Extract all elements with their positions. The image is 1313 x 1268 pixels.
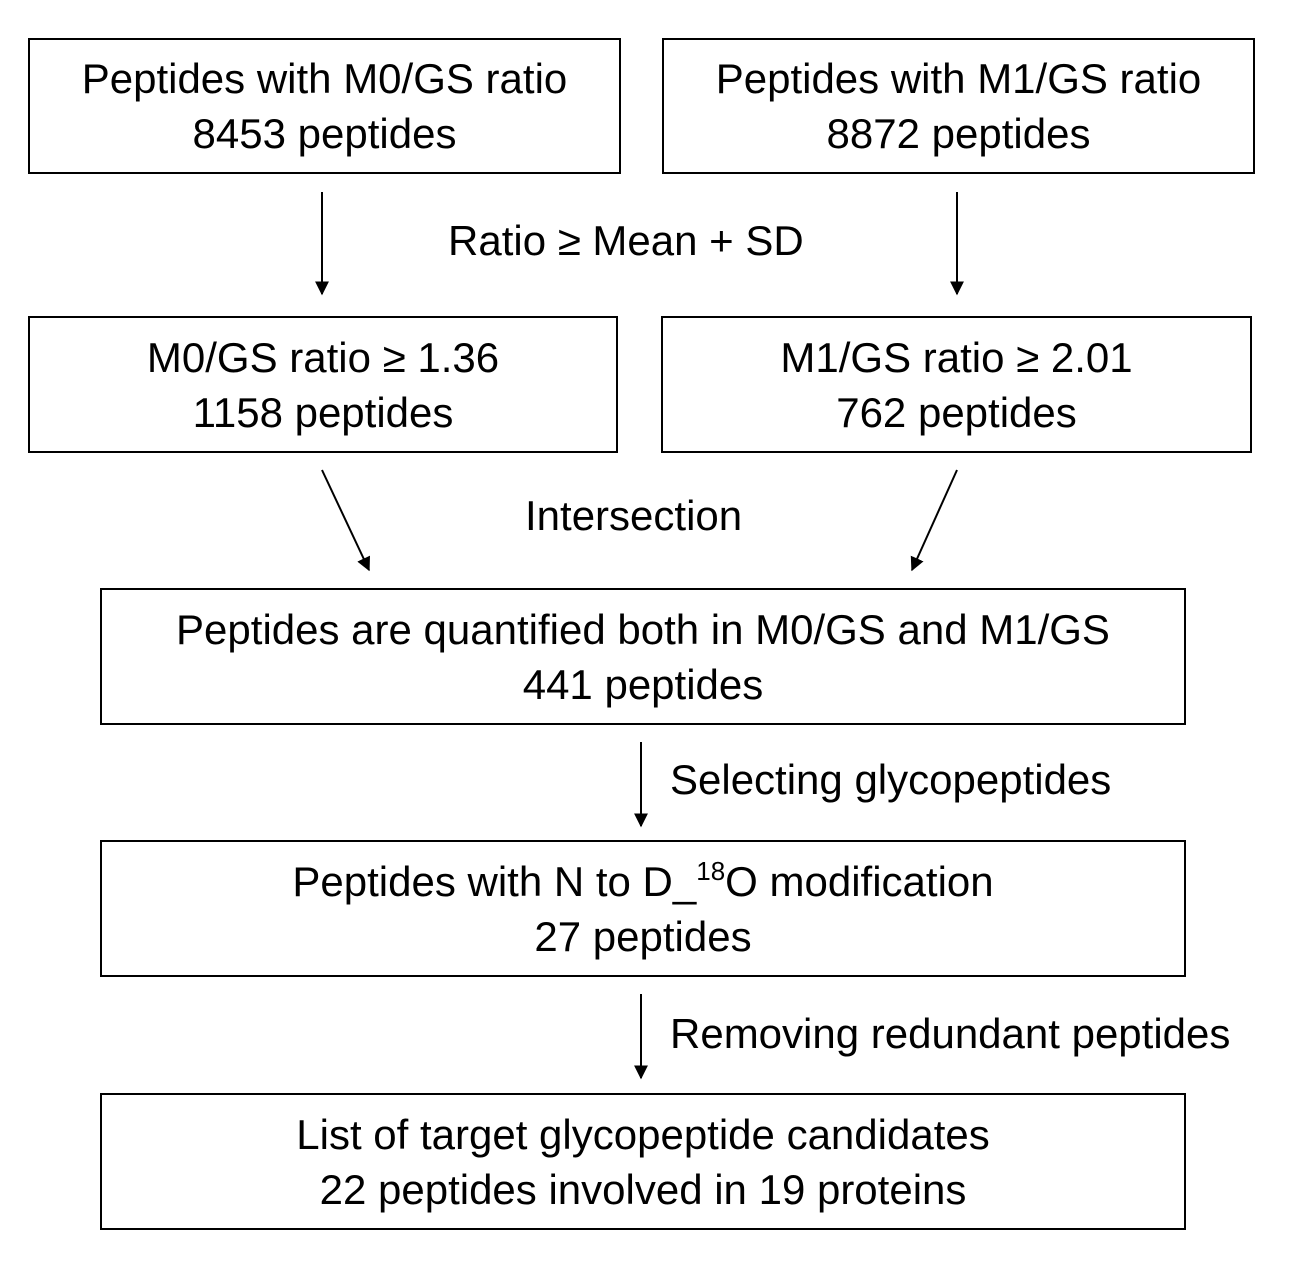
m1-filtered-title: M1/GS ratio ≥ 2.01: [780, 333, 1133, 381]
m1-filtered-box: M1/GS ratio ≥ 2.01 762 peptides: [661, 316, 1252, 453]
select-glyco-label: Selecting glycopeptides: [670, 756, 1112, 803]
m1-all-count: 8872 peptides: [826, 110, 1091, 157]
intersection-count: 441 peptides: [522, 660, 764, 708]
m0-all-count: 8453 peptides: [192, 110, 457, 157]
m1-all-box: Peptides with M1/GS ratio 8872 peptides: [662, 38, 1255, 174]
intersection-box: Peptides are quantified both in M0/GS an…: [100, 588, 1186, 725]
ratio-filter-label: Ratio ≥ Mean + SD: [448, 217, 804, 264]
m1-filtered-count: 762 peptides: [836, 388, 1077, 436]
m0-filtered-title: M0/GS ratio ≥ 1.36: [146, 333, 500, 381]
final-title: List of target glycopeptide candidates: [296, 1110, 990, 1158]
final-box: List of target glycopeptide candidates 2…: [100, 1093, 1186, 1230]
glyco-title: Peptides with N to D_18O modification: [292, 855, 994, 905]
arrow-m0-to-intersection: [321, 469, 370, 572]
final-count: 22 peptides involved in 19 proteins: [319, 1165, 967, 1213]
m0-filtered-box: M0/GS ratio ≥ 1.36 1158 peptides: [28, 316, 618, 453]
m0-all-title: Peptides with M0/GS ratio: [81, 55, 568, 102]
glyco-box: Peptides with N to D_18O modification 27…: [100, 840, 1186, 977]
arrow-m1-to-intersection: [910, 469, 958, 572]
glyco-count: 27 peptides: [534, 912, 752, 960]
intersection-label: Intersection: [525, 492, 743, 539]
intersection-title: Peptides are quantified both in M0/GS an…: [176, 605, 1110, 653]
m0-filtered-count: 1158 peptides: [192, 388, 454, 436]
remove-redundant-label: Removing redundant peptides: [670, 1010, 1231, 1057]
m1-all-title: Peptides with M1/GS ratio: [715, 55, 1202, 102]
m0-all-box: Peptides with M0/GS ratio 8453 peptides: [28, 38, 621, 174]
